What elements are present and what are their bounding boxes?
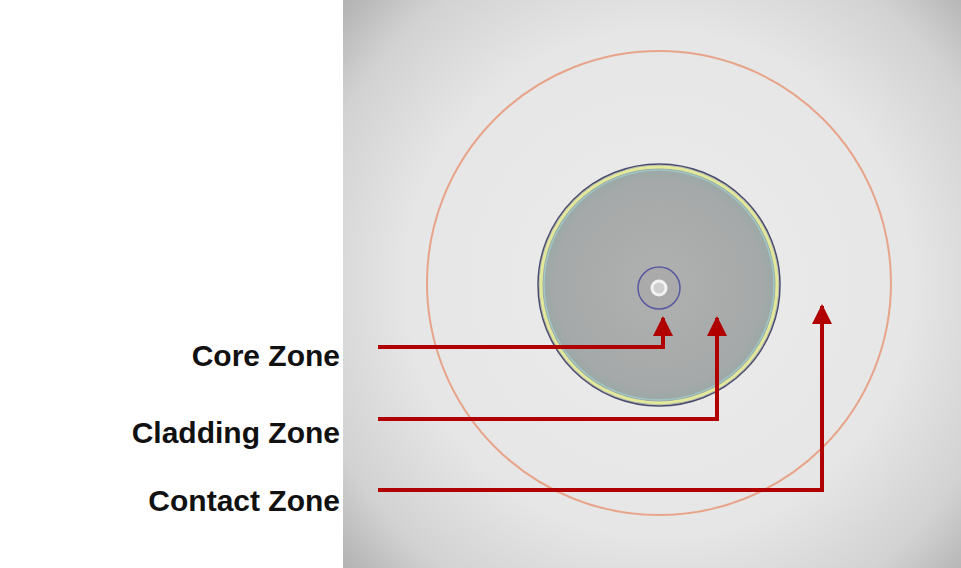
cladding-rim xyxy=(541,167,777,403)
cladding-disk xyxy=(539,165,779,405)
cladding-outline xyxy=(538,164,780,406)
core-ring xyxy=(638,267,680,309)
zone-label: Cladding Zone xyxy=(132,416,340,450)
image-background xyxy=(343,0,961,568)
leader-line xyxy=(378,306,822,490)
core-center xyxy=(652,281,666,295)
leader-line xyxy=(378,318,717,419)
zone-label: Contact Zone xyxy=(148,484,340,518)
leader-line xyxy=(378,318,663,347)
cladding-inner-rim xyxy=(544,170,774,400)
zone-label: Core Zone xyxy=(192,339,340,373)
